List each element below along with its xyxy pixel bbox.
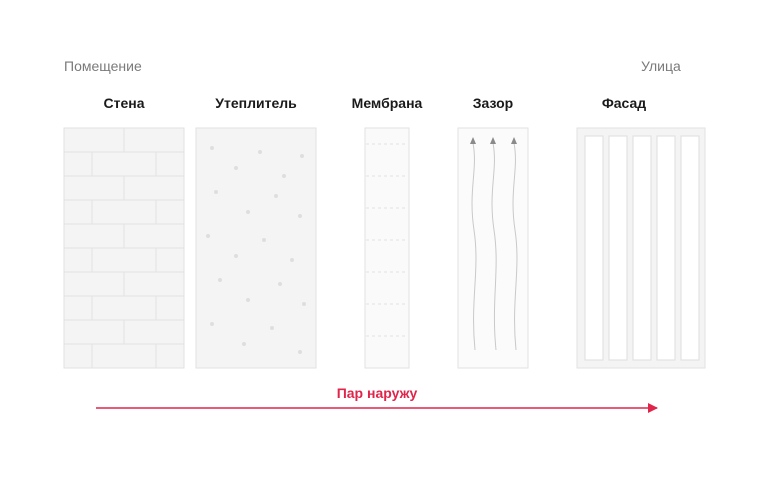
membrane-panel: [364, 127, 410, 369]
outside-label: Улица: [641, 58, 681, 74]
layer-title-insulation: Утеплитель: [215, 95, 297, 111]
insulation-dot: [262, 238, 266, 242]
gap-panel: [457, 127, 529, 369]
insulation-dot: [298, 350, 302, 354]
insulation-dot: [214, 190, 218, 194]
air-arrow-head-2: [490, 137, 496, 144]
insulation-dot: [270, 326, 274, 330]
air-flow-line-2: [491, 142, 497, 351]
wall-panel: [63, 127, 185, 369]
facade-slat: [680, 135, 700, 361]
insulation-dot: [210, 146, 214, 150]
insulation-dot: [282, 174, 286, 178]
insulation-dot: [278, 282, 282, 286]
layer-title-facade: Фасад: [601, 95, 647, 111]
insulation-dot: [218, 278, 222, 282]
insulation-dot: [210, 322, 214, 326]
air-arrow-head-1: [470, 137, 476, 144]
insulation-dot: [258, 150, 262, 154]
insulation-dot: [246, 210, 250, 214]
insulation-dot: [302, 302, 306, 306]
inside-label: Помещение: [64, 58, 142, 74]
facade-panel: [576, 127, 706, 369]
air-arrow-head-3: [511, 137, 517, 144]
layer-title-membrane: Мембрана: [351, 95, 423, 111]
insulation-dot: [234, 166, 238, 170]
insulation-dot: [242, 342, 246, 346]
insulation-dot: [298, 214, 302, 218]
facade-slat: [608, 135, 628, 361]
facade-slat: [632, 135, 652, 361]
insulation-dot: [206, 234, 210, 238]
facade-slat: [584, 135, 604, 361]
insulation-dot: [234, 254, 238, 258]
air-flow-line-3: [512, 142, 518, 351]
insulation-panel: [195, 127, 317, 369]
facade-slat: [656, 135, 676, 361]
layer-title-wall: Стена: [103, 95, 145, 111]
insulation-dot: [290, 258, 294, 262]
insulation-dot: [300, 154, 304, 158]
layer-title-gap: Зазор: [472, 95, 514, 111]
insulation-dot: [274, 194, 278, 198]
insulation-dot: [246, 298, 250, 302]
air-flow-line-1: [471, 142, 477, 351]
vapor-flow-label: Пар наружу: [336, 385, 418, 401]
